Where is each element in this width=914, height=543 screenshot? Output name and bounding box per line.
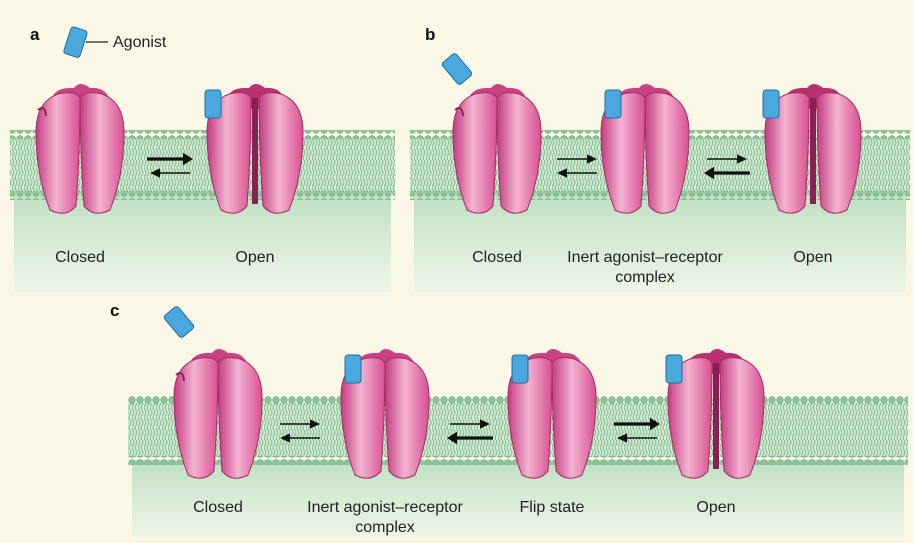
receptor-icon: [666, 349, 764, 478]
state-label-line: complex: [615, 269, 675, 286]
agonist-icon: [205, 90, 221, 118]
state-label-line: complex: [355, 519, 415, 536]
receptor-icon: [763, 84, 861, 213]
state-label: Open: [235, 249, 274, 266]
channel-pore: [252, 98, 258, 204]
state-label: Closed: [193, 499, 243, 516]
panel-label: b: [425, 25, 435, 44]
agonist-icon: [763, 90, 779, 118]
agonist-legend-label: Agonist: [113, 34, 167, 51]
state-label: Flip state: [520, 499, 585, 516]
agonist-legend: Agonist: [63, 26, 167, 58]
state-label: Open: [696, 499, 735, 516]
panel-label: c: [110, 301, 119, 320]
state-label: Closed: [472, 249, 522, 266]
agonist-icon: [441, 52, 473, 85]
state-label: Closed: [55, 249, 105, 266]
state-label-line: Inert agonist–receptor: [567, 249, 723, 266]
receptor-icon: [205, 84, 303, 213]
channel-pore: [810, 98, 816, 204]
agonist-icon: [63, 26, 88, 58]
agonist-icon: [666, 355, 682, 383]
agonist-icon: [605, 90, 621, 118]
channel-pore: [713, 363, 719, 469]
state-label: Open: [793, 249, 832, 266]
agonist-icon: [163, 305, 195, 338]
state-label-line: Inert agonist–receptor: [307, 499, 463, 516]
agonist-icon: [512, 355, 528, 383]
agonist-icon: [345, 355, 361, 383]
panel-label: a: [30, 25, 40, 44]
